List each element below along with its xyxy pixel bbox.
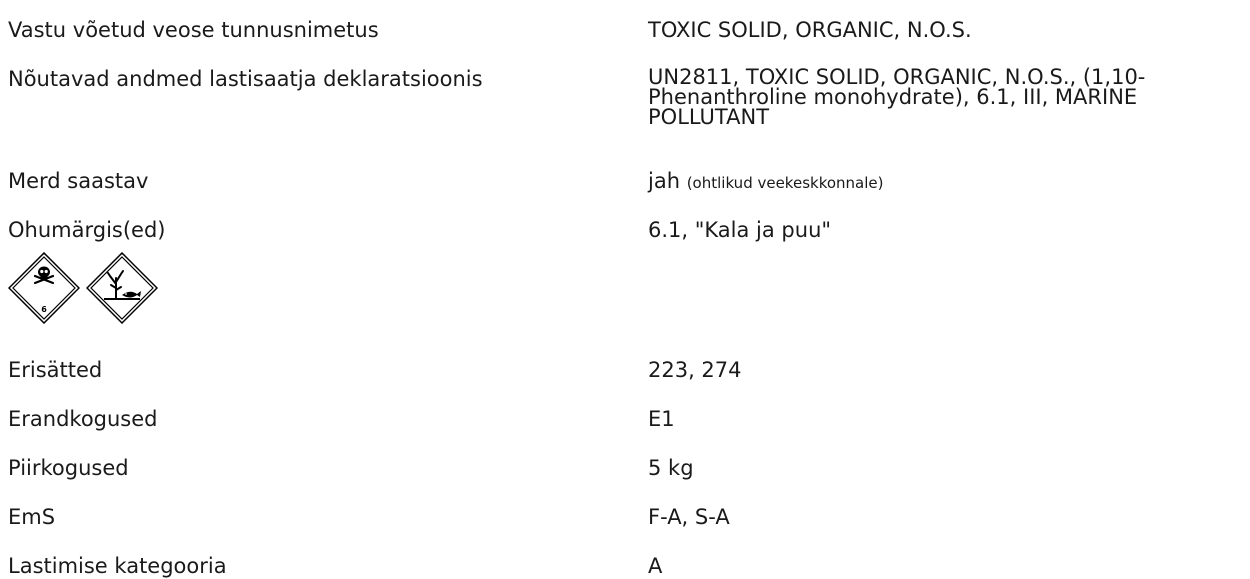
label-marine-pollutant: Merd saastav xyxy=(8,169,149,193)
row-proper-shipping-name: Vastu võetud veose tunnusnimetus TOXIC S… xyxy=(8,18,972,42)
row-ems: EmS F-A, S-A xyxy=(8,505,730,529)
label-shipper-declaration: Nõutavad andmed lastisaatja deklaratsioo… xyxy=(8,67,483,91)
label-ems: EmS xyxy=(8,505,56,529)
value-shipper-declaration-line-1: UN2811, TOXIC SOLID, ORGANIC, N.O.S., (1… xyxy=(648,65,1146,89)
value-ems: F-A, S-A xyxy=(648,505,730,529)
row-marine-pollutant: Merd saastav jah (ohtlikud veekeskkonnal… xyxy=(8,169,883,195)
row-shipper-declaration: Nõutavad andmed lastisaatja deklaratsioo… xyxy=(8,65,1146,129)
value-shipper-declaration: UN2811, TOXIC SOLID, ORGANIC, N.O.S., (1… xyxy=(648,65,1146,129)
value-excepted-quantities: E1 xyxy=(648,407,675,431)
pictogram-class-number: 6 xyxy=(41,305,47,314)
label-hazard-labels: Ohumärgis(ed) xyxy=(8,218,166,242)
value-marine-pollutant: jah (ohtlikud veekeskkonnale) xyxy=(648,169,883,195)
value-marine-pollutant-note: (ohtlikud veekeskkonnale) xyxy=(686,174,884,192)
label-excepted-quantities: Erandkogused xyxy=(8,407,158,431)
value-special-provisions: 223, 274 xyxy=(648,358,742,382)
value-marine-pollutant-main: jah xyxy=(648,169,681,193)
value-hazard-labels: 6.1, "Kala ja puu" xyxy=(648,218,832,242)
row-stowage-category: Lastimise kategooria A xyxy=(8,554,662,578)
label-stowage-category: Lastimise kategooria xyxy=(8,554,227,578)
label-special-provisions: Erisätted xyxy=(8,358,103,382)
row-limited-quantities: Piirkogused 5 kg xyxy=(8,456,694,480)
toxic-skull-crossbones-icon: 6 xyxy=(8,252,80,324)
row-excepted-quantities: Erandkogused E1 xyxy=(8,407,675,431)
value-shipper-declaration-line-2: Phenanthroline monohydrate), 6.1, III, M… xyxy=(648,85,1138,109)
hazard-pictograms: 6 xyxy=(8,252,158,324)
value-limited-quantities: 5 kg xyxy=(648,456,694,480)
row-special-provisions: Erisätted 223, 274 xyxy=(8,358,742,382)
value-shipper-declaration-line-3: POLLUTANT xyxy=(648,105,770,129)
row-hazard-labels: Ohumärgis(ed) 6.1, "Kala ja puu" xyxy=(8,218,831,242)
value-proper-shipping-name: TOXIC SOLID, ORGANIC, N.O.S. xyxy=(648,18,972,42)
label-proper-shipping-name: Vastu võetud veose tunnusnimetus xyxy=(8,18,379,42)
environment-fish-tree-icon xyxy=(86,252,158,324)
label-limited-quantities: Piirkogused xyxy=(8,456,129,480)
value-stowage-category: A xyxy=(648,554,663,578)
